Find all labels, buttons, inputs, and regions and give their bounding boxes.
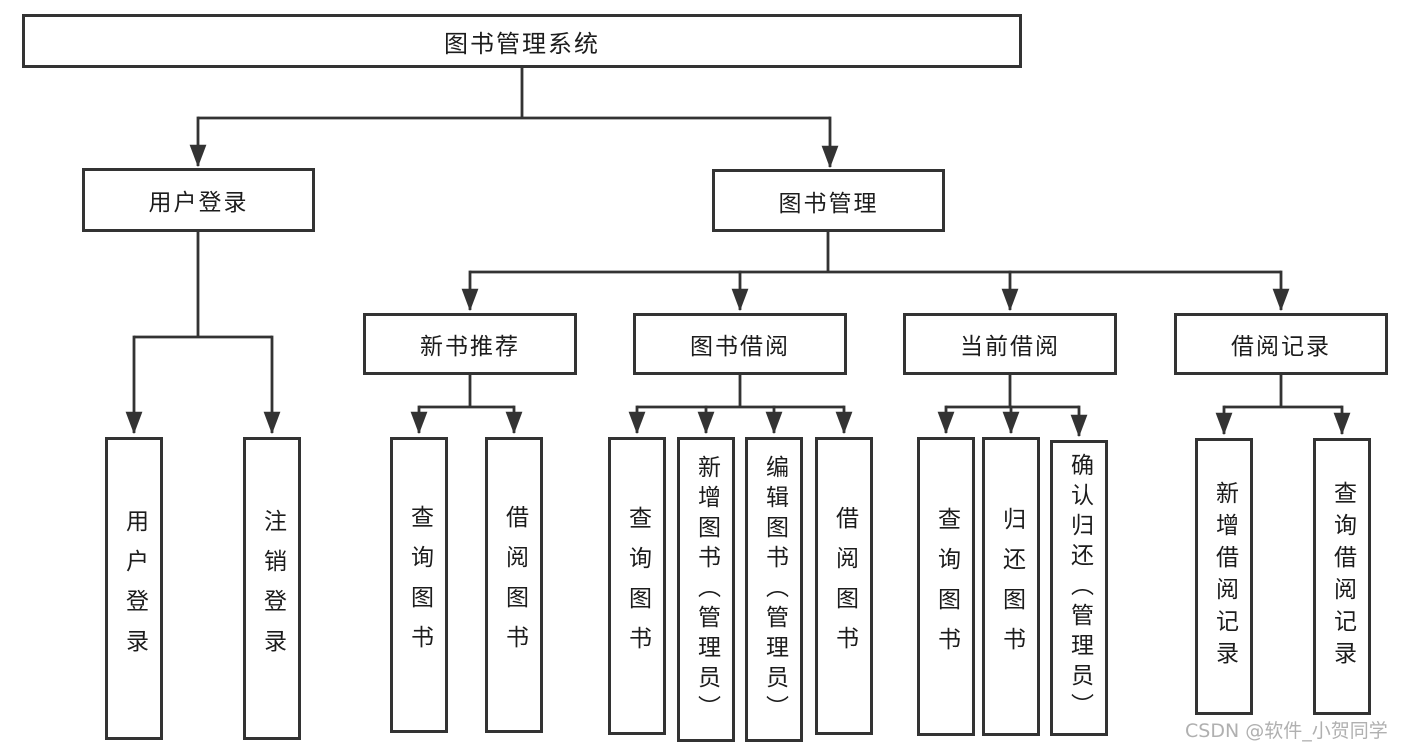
leaf-nbr-borrow-books: 借阅图书: [485, 437, 543, 733]
leaf-br-query-record-label: 查询借阅记录: [1329, 480, 1356, 673]
leaf-nbr-query-books: 查询图书: [390, 437, 448, 733]
edge-book-management-branch: [461, 232, 1290, 312]
leaf-cb-query-books-label: 查询图书: [933, 506, 960, 667]
node-root: 图书管理系统: [22, 14, 1022, 68]
leaf-br-add-record: 新增借阅记录: [1195, 438, 1253, 715]
edge-book-borrow-branch: [628, 375, 853, 435]
leaf-cb-confirm-return-admin-label: 确认归还（管理员）: [1066, 453, 1093, 723]
leaf-user-login-label: 用户登录: [121, 508, 148, 669]
node-book-borrow: 图书借阅: [633, 313, 847, 375]
edge-current-borrow-branch: [937, 375, 1088, 438]
leaf-bb-borrow-books: 借阅图书: [815, 437, 873, 735]
node-borrow-records: 借阅记录: [1174, 313, 1388, 375]
leaf-bb-query-books-label: 查询图书: [624, 506, 651, 666]
edge-new-book-recommend-branch: [410, 375, 523, 435]
node-book-borrow-label: 图书借阅: [690, 334, 790, 360]
leaf-bb-borrow-books-label: 借阅图书: [831, 506, 858, 666]
node-user-login: 用户登录: [82, 168, 315, 232]
leaf-bb-add-books-admin-label: 新增图书（管理员）: [693, 454, 720, 725]
leaf-user-login: 用户登录: [105, 437, 163, 740]
node-borrow-records-label: 借阅记录: [1231, 334, 1331, 360]
leaf-logout-login: 注销登录: [243, 437, 301, 740]
edge-root-to-level2: [189, 67, 839, 169]
leaf-bb-query-books: 查询图书: [608, 437, 666, 735]
leaf-bb-add-books-admin: 新增图书（管理员）: [677, 437, 735, 742]
node-user-login-label: 用户登录: [148, 190, 249, 216]
leaf-cb-return-books: 归还图书: [982, 437, 1040, 736]
leaf-nbr-borrow-books-label: 借阅图书: [501, 505, 528, 665]
leaf-cb-confirm-return-admin: 确认归还（管理员）: [1050, 440, 1108, 736]
leaf-logout-login-label: 注销登录: [259, 508, 286, 669]
watermark-text: CSDN @软件_小贺同学: [1185, 720, 1388, 742]
node-root-label: 图书管理系统: [444, 29, 600, 58]
node-new-book-recommend: 新书推荐: [363, 313, 577, 375]
node-book-management: 图书管理: [712, 169, 945, 232]
leaf-nbr-query-books-label: 查询图书: [406, 505, 433, 665]
edge-user-login-branch: [125, 232, 281, 435]
leaf-bb-edit-books-admin-label: 编辑图书（管理员）: [761, 454, 788, 725]
node-current-borrow-label: 当前借阅: [960, 334, 1060, 360]
leaf-br-add-record-label: 新增借阅记录: [1211, 480, 1238, 673]
edge-borrow-records-branch: [1215, 375, 1351, 436]
leaf-cb-query-books: 查询图书: [917, 437, 975, 736]
node-new-book-recommend-label: 新书推荐: [420, 334, 520, 360]
node-current-borrow: 当前借阅: [903, 313, 1117, 375]
leaf-br-query-record: 查询借阅记录: [1313, 438, 1371, 715]
leaf-bb-edit-books-admin: 编辑图书（管理员）: [745, 437, 803, 742]
node-book-management-label: 图书管理: [778, 190, 879, 217]
leaf-cb-return-books-label: 归还图书: [998, 506, 1025, 667]
